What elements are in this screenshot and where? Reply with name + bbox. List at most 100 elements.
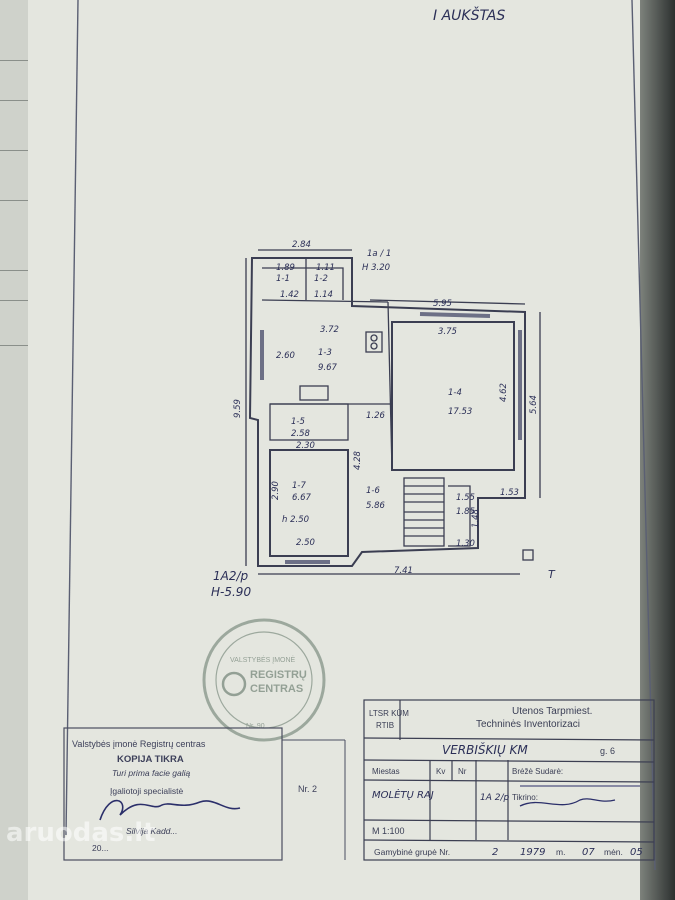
dim-153: 1.53 [500,488,519,498]
registry-stamp: VALSTYBĖS ĮMONĖ REGISTRŲ CENTRAS Nr. 90 [202,618,326,742]
dim-130: 1.30 [456,539,475,549]
wall-1-3-top [261,299,389,303]
dim-126: 1.26 [366,411,386,421]
dim-185: 1.85 [456,507,475,517]
floor-plan [245,249,541,575]
frame-right-line [631,0,656,871]
room-1-3-id: 1-3 [318,348,332,358]
tb-footer-men: mėn. [604,847,623,857]
room-1-5-id: 1-5 [291,417,305,427]
cert-line-4: Įgaliotoji specialistė [110,786,184,796]
dim-148: 1.48 [471,508,481,528]
note-top-right-2: H 3.20 [362,263,390,273]
dim-564: 5.64 [529,395,539,414]
cert-line-5: Silvija Kadd... [126,826,178,836]
dim-250: 2.50 [296,538,315,548]
frame-left-line [65,0,79,836]
certification-box: Valstybės įmonė Registrų centras KOPIJA … [63,727,346,861]
dim-462: 4.62 [499,383,509,402]
t-marker: T [548,568,556,581]
tb-footer-day: 05 [630,847,643,858]
tb-city: MOLĖTŲ RAJ [372,788,434,801]
room-1-1-area: 1.42 [280,290,299,300]
dim-155: 1.55 [456,493,475,503]
window-north [419,312,491,318]
tb-footer-m: m. [556,847,565,857]
stamp-logo-icon [221,671,247,697]
dim-230: 2.30 [296,441,315,451]
dim-top: 2.84 [292,240,311,250]
sheet-title: I AUKŠTAS [433,6,505,24]
tb-street-suffix: g. 6 [600,746,615,756]
note-top-right-1: 1a / 1 [367,249,391,259]
room-1-3-area: 9.67 [318,363,338,373]
cert-nr: Nr. 2 [298,784,317,794]
tb-org-2: Techninės Inventorizaci [476,719,580,730]
signature [99,799,241,821]
tb-org-1: Utenos Tarpmiest. [512,706,592,717]
tb-footer-num: 2 [492,847,498,858]
room-1-7-id: 1-7 [292,481,306,491]
stamp-line-1: REGISTRŲ [250,669,307,681]
room-1-5-area: 2.58 [291,429,311,439]
tb-label-kv: Kv [436,767,445,776]
cert-line-1: Valstybės įmonė Registrų centras [72,739,206,749]
dim-line-top-right [369,299,526,305]
tb-signature [519,798,616,807]
room-1-4-area: 17.53 [448,407,472,417]
outer-wall [248,257,526,567]
cert-line-2: KOPIJA TIKRA [117,754,184,765]
room-1-2-dim: 1.11 [316,263,335,273]
tb-footer-label: Gamybinė grupė Nr. [374,847,450,857]
bottom-left-note-2: H-5.90 [211,585,251,599]
tb-checked: Tikrino: [512,793,538,802]
room-1-1-dim: 1.89 [276,263,295,273]
tb-label-city: Miestas [372,767,400,776]
dim-959: 9.59 [233,399,243,418]
room-1-2-id: 1-2 [314,274,328,284]
room-1-7-height: h 2.50 [282,515,309,525]
tb-scale: M 1:100 [372,826,405,836]
tb-footer-year: 1979 [520,847,545,858]
stamp-ring-text: VALSTYBĖS ĮMONĖ [230,655,296,664]
tb-label-drawn: Brėžė Sudarė: [512,767,563,776]
dim-428: 4.28 [353,450,363,470]
tb-label-nr: Nr [458,767,467,776]
room-1-6-area: 5.86 [366,501,386,511]
tb-footer-month: 07 [582,847,595,858]
room-1-7-walls [269,449,349,557]
watermark: aruodas.lt [6,818,156,848]
tb-top-left-1: LTSR KŪM [369,709,409,718]
cert-line-3: Turi prima facie galią [112,768,191,778]
dim-260: 2.60 [276,351,295,361]
sheet-edge-shadow [640,0,675,900]
cert-line-6: 20... [92,843,109,853]
t-marker-box [522,549,534,561]
room-1-5-walls [269,403,349,441]
dim-372: 3.72 [320,325,339,335]
room-1-2-area: 1.14 [314,290,333,300]
inner-wall-top [262,267,344,300]
room-1-4-id: 1-4 [448,388,462,398]
room-1-6-id: 1-6 [366,486,380,496]
stove-symbol [365,331,383,353]
tb-group-note: 1A 2/p [480,793,510,803]
dim-375: 3.75 [438,327,457,337]
dim-290: 2.90 [271,481,281,500]
dim-595: 5.95 [433,299,452,309]
dim-741: 7.41 [394,566,413,576]
room-1-4-walls [391,321,515,471]
tb-street: VERBIŠKIŲ KM [442,742,528,757]
room-1-7-area: 6.67 [292,493,312,503]
title-block [363,699,655,861]
room-1-1-id: 1-1 [276,274,290,284]
stamp-line-2: CENTRAS [250,683,303,695]
tb-top-left-2: RTIB [376,721,394,730]
stamp-number: Nr. 90 [246,723,265,730]
room-1-5b-walls [448,485,471,547]
wall-1-3-right [387,301,393,471]
bottom-left-note-1: 1A2/p [213,569,249,583]
sink-symbol [299,385,329,401]
